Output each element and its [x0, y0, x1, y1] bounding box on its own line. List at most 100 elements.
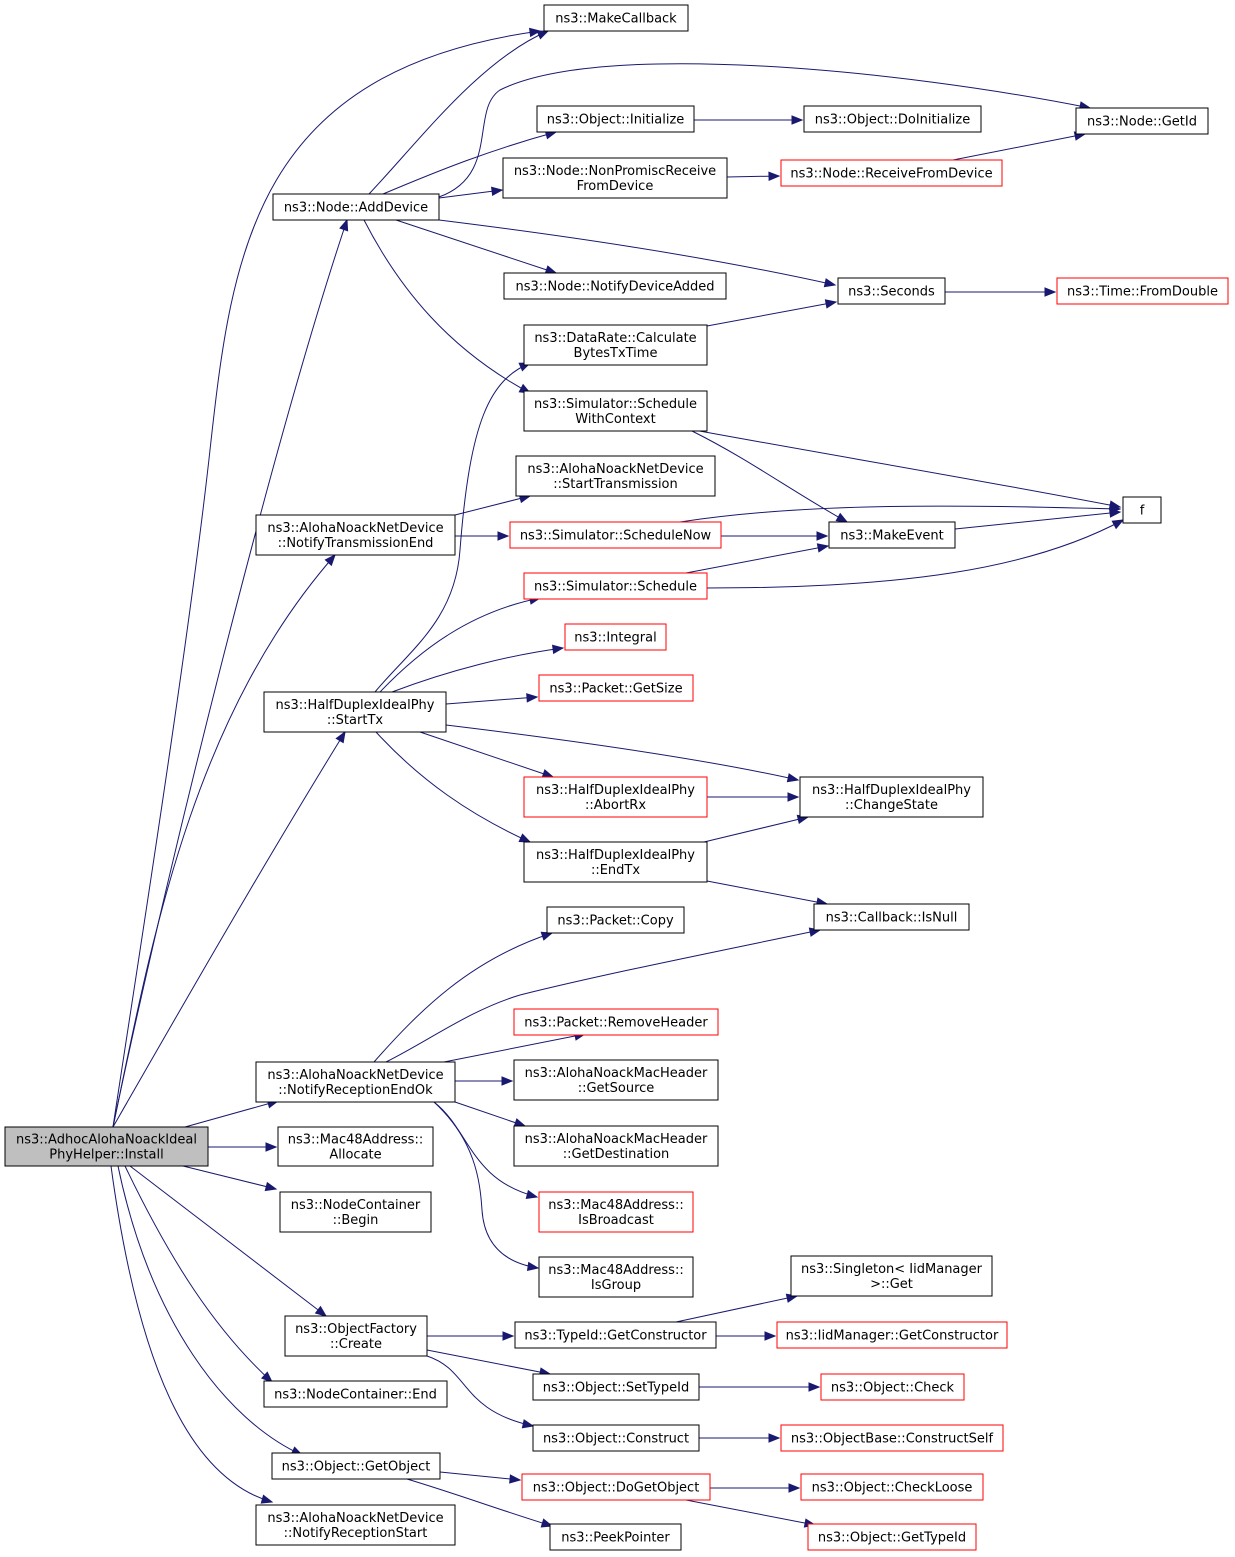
node-getsource[interactable]: ns3::AlohaNoackMacHeader::GetSource [513, 1059, 719, 1101]
node-makecallback[interactable]: ns3::MakeCallback [543, 4, 689, 32]
node-begin[interactable]: ns3::NodeContainer::Begin [279, 1191, 432, 1233]
node-getobject[interactable]: ns3::Object::GetObject [271, 1452, 441, 1480]
node-label: ns3::Node::AddDevice [284, 201, 428, 216]
node-box [549, 1523, 682, 1551]
node-abortrx[interactable]: ns3::HalfDuplexIdealPhy::AbortRx [523, 776, 708, 818]
node-iidgetctor[interactable]: ns3::IidManager::GetConstructor [776, 1321, 1008, 1349]
node-label: ns3::Object::Construct [543, 1432, 689, 1447]
node-box [543, 4, 689, 32]
node-label: ::GetDestination [563, 1147, 670, 1162]
node-root[interactable]: ns3::AdhocAlohaNoackIdealPhyHelper::Inst… [4, 1126, 209, 1167]
node-notifyrxok[interactable]: ns3::AlohaNoackNetDevice::NotifyReceptio… [255, 1061, 456, 1103]
node-checkloose[interactable]: ns3::Object::CheckLoose [800, 1473, 984, 1501]
edge-starttx-to-changestate [445, 724, 800, 783]
edge-addDevice-to-nonpromisc [438, 186, 504, 199]
node-label: ns3::Simulator::Schedule [534, 397, 697, 412]
node-seconds[interactable]: ns3::Seconds [837, 277, 946, 305]
edge-getctor-to-iidgetctor [716, 1331, 777, 1341]
node-getsize[interactable]: ns3::Packet::GetSize [538, 674, 694, 702]
edge-addDevice-to-initialize [382, 130, 558, 195]
node-label: ns3::HalfDuplexIdealPhy [812, 783, 971, 798]
node-getctor[interactable]: ns3::TypeId::GetConstructor [514, 1321, 717, 1349]
node-box [284, 1315, 428, 1357]
node-isgroup[interactable]: ns3::Mac48Address::IsGroup [538, 1256, 694, 1298]
node-allocate[interactable]: ns3::Mac48Address::Allocate [277, 1126, 434, 1167]
node-peekpointer[interactable]: ns3::PeekPointer [549, 1523, 682, 1551]
node-isnull[interactable]: ns3::Callback::IsNull [813, 903, 970, 931]
node-dogetobject[interactable]: ns3::Object::DoGetObject [521, 1473, 711, 1501]
edge-schedwithctx-to-makeevent [691, 430, 849, 523]
node-label: ns3::Seconds [848, 285, 935, 300]
node-changestate[interactable]: ns3::HalfDuplexIdealPhy::ChangeState [799, 776, 984, 818]
node-box [780, 159, 1003, 187]
node-label: ns3::AdhocAlohaNoackIdeal [16, 1133, 197, 1148]
node-removeheader[interactable]: ns3::Packet::RemoveHeader [513, 1008, 719, 1036]
node-label: >::Get [870, 1277, 913, 1292]
node-addDevice[interactable]: ns3::Node::AddDevice [272, 193, 440, 221]
node-label: ns3::HalfDuplexIdealPhy [276, 698, 435, 713]
node-label: ::AbortRx [585, 798, 646, 813]
node-box [837, 277, 946, 305]
node-construct[interactable]: ns3::Object::Construct [532, 1424, 700, 1452]
node-label: ns3::Object::DoInitialize [815, 113, 971, 128]
node-starttx[interactable]: ns3::HalfDuplexIdealPhy::StartTx [263, 691, 447, 733]
node-label: ns3::Object::GetTypeId [818, 1531, 966, 1546]
node-label: ns3::MakeEvent [840, 529, 944, 544]
node-create[interactable]: ns3::ObjectFactory::Create [284, 1315, 428, 1357]
node-check[interactable]: ns3::Object::Check [820, 1373, 965, 1401]
edge-create-to-construct [426, 1355, 535, 1429]
node-fromdouble[interactable]: ns3::Time::FromDouble [1056, 277, 1229, 305]
node-schedule[interactable]: ns3::Simulator::Schedule [523, 572, 708, 600]
edge-seconds-to-fromdouble [945, 287, 1057, 297]
node-schednow[interactable]: ns3::Simulator::ScheduleNow [509, 521, 722, 549]
node-gettypeid[interactable]: ns3::Object::GetTypeId [807, 1523, 977, 1551]
node-notifyadded[interactable]: ns3::Node::NotifyDeviceAdded [503, 272, 727, 300]
node-receivefrom[interactable]: ns3::Node::ReceiveFromDevice [780, 159, 1003, 187]
node-label: ns3::ObjectFactory [295, 1322, 417, 1337]
node-box [255, 1504, 456, 1546]
node-notifytxend[interactable]: ns3::AlohaNoackNetDevice::NotifyTransmis… [255, 514, 456, 556]
node-box [509, 521, 722, 549]
node-label: ns3::ObjectBase::ConstructSelf [791, 1432, 994, 1447]
node-integral[interactable]: ns3::Integral [564, 623, 667, 651]
node-copy[interactable]: ns3::Packet::Copy [546, 906, 685, 934]
edge-starttx-to-abortrx [419, 731, 555, 779]
node-label: ns3::Object::SetTypeId [543, 1381, 689, 1396]
node-starttrans[interactable]: ns3::AlohaNoackNetDevice::StartTransmiss… [515, 455, 716, 497]
node-makeevent[interactable]: ns3::MakeEvent [828, 521, 956, 549]
node-getid[interactable]: ns3::Node::GetId [1075, 107, 1209, 135]
node-box [776, 1321, 1008, 1349]
node-endtx[interactable]: ns3::HalfDuplexIdealPhy::EndTx [523, 841, 708, 883]
edge-getobject-to-peekpointer [406, 1478, 554, 1528]
node-notifyrxstart[interactable]: ns3::AlohaNoackNetDevice::NotifyReceptio… [255, 1504, 456, 1546]
node-label: ns3::Object::Check [831, 1381, 955, 1396]
node-label: ns3::Integral [574, 631, 656, 646]
node-box [780, 1424, 1004, 1452]
node-settypeid[interactable]: ns3::Object::SetTypeId [532, 1373, 700, 1401]
node-doinitialize[interactable]: ns3::Object::DoInitialize [803, 105, 982, 133]
node-getdest[interactable]: ns3::AlohaNoackMacHeader::GetDestination [513, 1125, 719, 1167]
node-singleton[interactable]: ns3::Singleton< IidManager>::Get [790, 1255, 993, 1297]
node-box [1075, 107, 1209, 135]
node-constructself[interactable]: ns3::ObjectBase::ConstructSelf [780, 1424, 1004, 1452]
node-label: ns3::IidManager::GetConstructor [786, 1329, 999, 1344]
node-f[interactable]: f [1122, 496, 1162, 524]
node-box [514, 1321, 717, 1349]
node-label: ns3::Simulator::ScheduleNow [520, 529, 712, 544]
edge-notifyrxok-to-getsource [455, 1076, 514, 1086]
edge-endtx-to-isnull [706, 880, 829, 907]
node-label: ns3::Mac48Address:: [288, 1133, 423, 1148]
node-end[interactable]: ns3::NodeContainer::End [263, 1380, 448, 1408]
node-label: ns3::DataRate::Calculate [534, 331, 696, 346]
node-label: IsGroup [591, 1278, 641, 1293]
node-isbroadcast[interactable]: ns3::Mac48Address::IsBroadcast [538, 1191, 694, 1233]
node-box [271, 1452, 441, 1480]
edge-schedwithctx-to-f [693, 429, 1122, 510]
node-label: ::ChangeState [845, 798, 938, 813]
node-box [513, 1008, 719, 1036]
node-initialize[interactable]: ns3::Object::Initialize [536, 105, 695, 133]
edge-root-to-addDevice [112, 218, 349, 1128]
